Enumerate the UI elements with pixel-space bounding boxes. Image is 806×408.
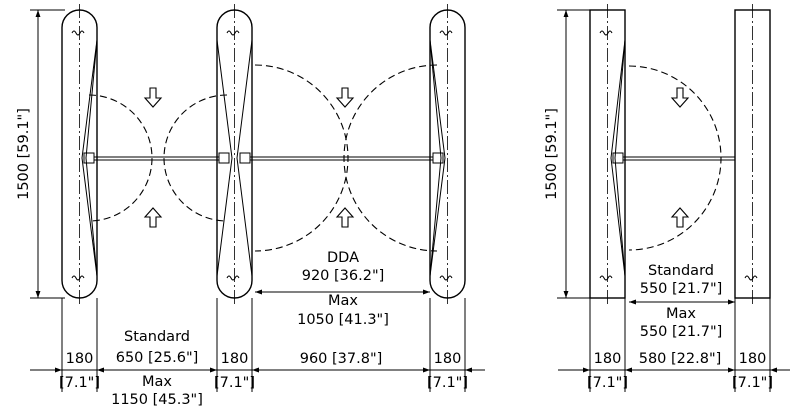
standard-label: Standard — [124, 329, 190, 345]
hinge-icon — [239, 152, 251, 164]
pillar-width-in: [7.1"] — [732, 375, 773, 391]
pillar-width: 180 — [66, 351, 94, 367]
arrow-up-icon — [670, 207, 690, 228]
pillar-1 — [61, 4, 98, 305]
max-value: 550 [21.7"] — [640, 324, 723, 340]
swing-arc — [254, 64, 349, 252]
pillar-width-in: [7.1"] — [427, 375, 468, 391]
pillar-4 — [589, 4, 626, 305]
pillar-width-in: [7.1"] — [587, 375, 628, 391]
standard-label: Standard — [648, 263, 714, 279]
arrow-up-icon — [143, 207, 163, 228]
arrow-down-icon — [143, 87, 163, 108]
swing-arc — [88, 94, 153, 222]
max-value: 1150 [45.3"] — [111, 392, 203, 408]
pillar-width-in: [7.1"] — [214, 375, 255, 391]
arrow-down-icon — [335, 87, 355, 108]
pillar-2 — [216, 4, 253, 305]
pillar-width-in: [7.1"] — [59, 375, 100, 391]
pillar-width: 180 — [739, 351, 767, 367]
gap-value: 580 [22.8"] — [639, 351, 722, 367]
swing-arc — [628, 65, 722, 251]
max-label: Max — [142, 374, 172, 390]
arrow-down-icon — [670, 87, 690, 108]
sensor-icon — [71, 30, 85, 36]
max-label: Max — [666, 306, 696, 322]
standard-value: 650 [25.6"] — [116, 350, 199, 366]
pillar-3 — [429, 4, 466, 305]
swing-arc — [163, 94, 228, 222]
wide-gap-value: 960 [37.8"] — [300, 351, 383, 367]
right-view: 1500 [59.1"] Standard 550 [21.7"] Max 55… — [544, 4, 790, 392]
sensor-icon — [226, 275, 240, 281]
arrow-up-icon — [335, 207, 355, 228]
pillar-width: 180 — [594, 351, 622, 367]
sensor-icon — [439, 275, 453, 281]
dda-max-label: Max — [328, 293, 358, 309]
hinge-icon — [612, 152, 624, 164]
standard-value: 550 [21.7"] — [640, 281, 723, 297]
pillar-width: 180 — [221, 351, 249, 367]
sensor-icon — [744, 275, 758, 281]
swing-arc — [343, 64, 438, 252]
sensor-icon — [71, 275, 85, 281]
pillar-5 — [734, 4, 771, 305]
dda-value: 920 [36.2"] — [302, 268, 385, 284]
hinge-icon — [432, 152, 444, 164]
pillar-width: 180 — [434, 351, 462, 367]
sensor-icon — [599, 30, 613, 36]
dda-max-value: 1050 [41.3"] — [297, 312, 389, 328]
hinge-icon — [218, 152, 230, 164]
dda-label: DDA — [327, 250, 359, 266]
height-label: 1500 [59.1"] — [16, 108, 32, 200]
hinge-icon — [83, 152, 95, 164]
sensor-icon — [226, 30, 240, 36]
height-label: 1500 [59.1"] — [544, 108, 560, 200]
left-view: 1500 [59.1"] DDA 920 [36.2"] Max 1050 [4… — [16, 4, 485, 408]
sensor-icon — [439, 30, 453, 36]
sensor-icon — [599, 275, 613, 281]
